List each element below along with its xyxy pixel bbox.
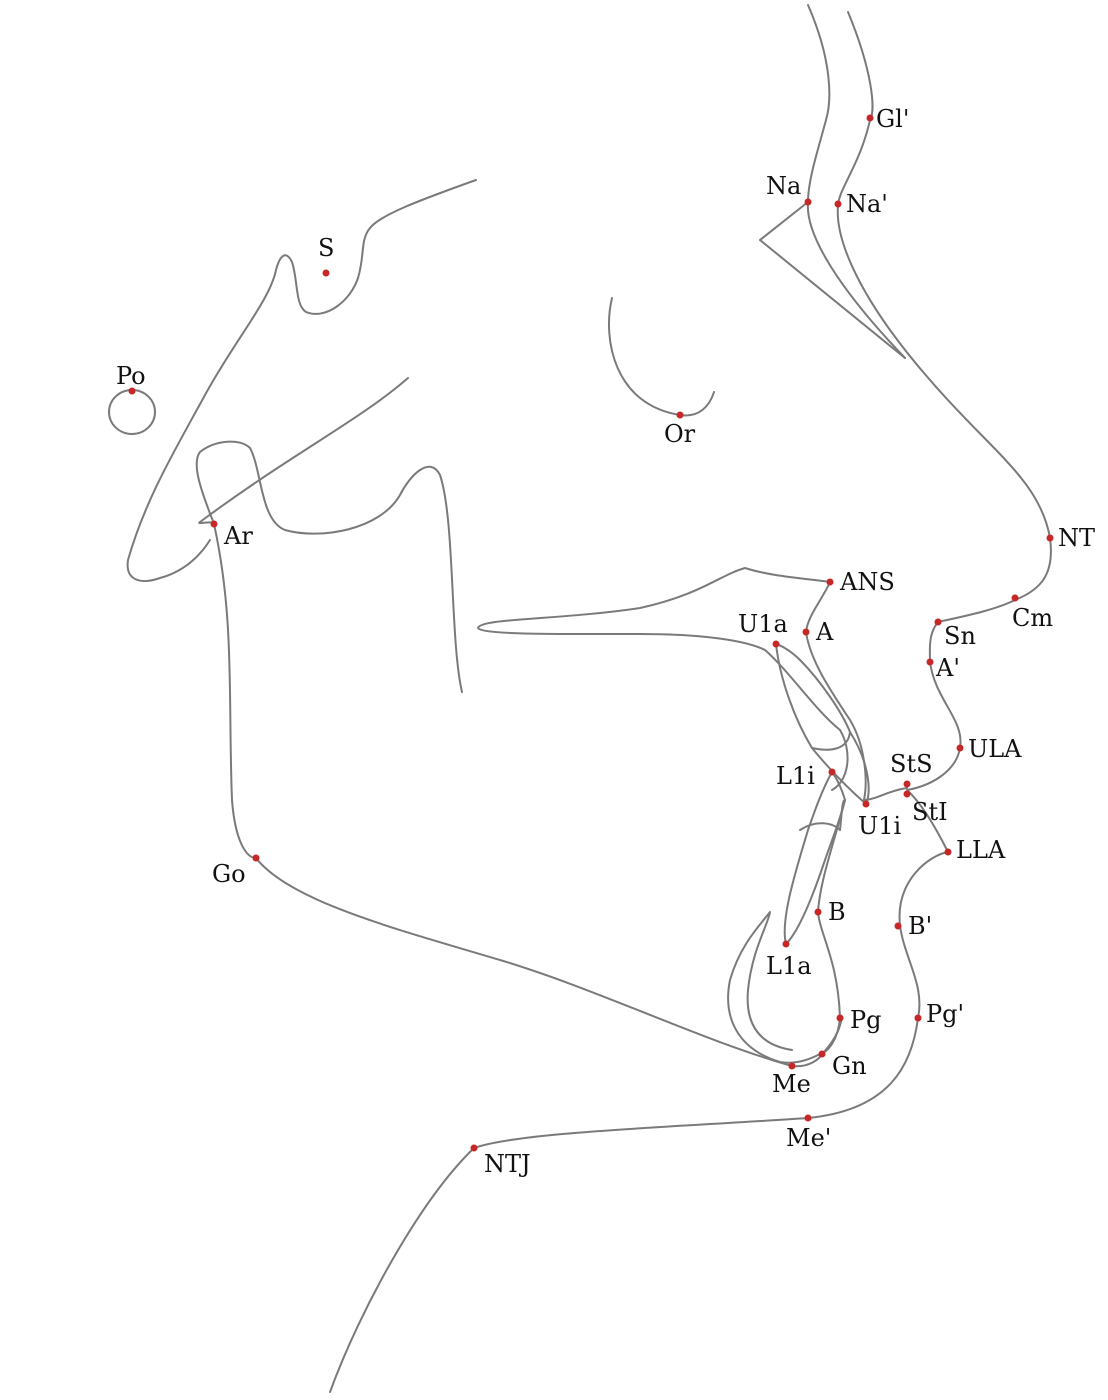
- landmark-label-or: Or: [664, 420, 696, 448]
- landmark-dot-sn: [935, 619, 942, 626]
- landmark-label-gl-soft: Gl': [876, 105, 909, 133]
- soft-tissue-profile: [330, 12, 1051, 1392]
- landmark-labels: Gl' Na Na' S Po Or Ar NT ANS Cm U1a A Sn…: [116, 105, 1095, 1178]
- landmark-label-na: Na: [766, 172, 801, 200]
- landmark-dot-ntj: [471, 1145, 478, 1152]
- landmark-dot-sts: [904, 781, 911, 788]
- landmark-label-l1a: L1a: [766, 952, 812, 980]
- landmark-label-b: B: [828, 898, 846, 926]
- landmark-dot-pg: [837, 1015, 844, 1022]
- landmark-label-u1i: U1i: [858, 812, 901, 840]
- landmark-dot-lla: [945, 849, 952, 856]
- landmark-label-ula: ULA: [968, 735, 1022, 763]
- orbit-contour: [609, 298, 714, 415]
- symphysis: [728, 800, 845, 1063]
- landmark-label-po: Po: [116, 362, 146, 390]
- landmark-label-pg: Pg: [850, 1006, 882, 1034]
- frontal-nasal-bone: [808, 5, 905, 358]
- landmark-dot-pg-soft: [915, 1015, 922, 1022]
- landmark-dot-me-soft: [805, 1115, 812, 1122]
- landmark-label-b-soft: B': [908, 912, 932, 940]
- landmark-dot-na-soft: [835, 201, 842, 208]
- upper-incisor: [776, 644, 850, 750]
- landmark-dot-ans: [827, 579, 834, 586]
- landmark-label-cm: Cm: [1012, 604, 1053, 632]
- landmark-dot-sti: [904, 791, 911, 798]
- porion-ring: [109, 390, 155, 434]
- landmark-label-gn: Gn: [832, 1052, 867, 1080]
- landmark-label-l1i: L1i: [776, 762, 815, 790]
- landmark-dot-u1i: [863, 801, 870, 808]
- landmark-label-sn: Sn: [944, 622, 976, 650]
- landmark-label-ar: Ar: [223, 522, 253, 550]
- landmark-dot-l1i: [829, 769, 836, 776]
- landmark-dot-nt: [1047, 535, 1054, 542]
- landmark-label-me-soft: Me': [786, 1124, 831, 1152]
- landmark-dot-l1a: [783, 941, 790, 948]
- landmark-label-nt: NT: [1058, 524, 1095, 552]
- landmark-label-na-soft: Na': [846, 190, 888, 218]
- landmark-label-sts: StS: [890, 750, 933, 778]
- landmark-dot-me: [789, 1063, 796, 1070]
- landmark-label-pg-soft: Pg': [926, 1000, 964, 1028]
- landmark-dot-u1a: [773, 641, 780, 648]
- landmark-label-u1a: U1a: [738, 610, 788, 638]
- landmark-dots: [129, 115, 1054, 1152]
- landmark-label-sti: StI: [912, 798, 948, 826]
- landmark-dot-gl-soft: [867, 115, 874, 122]
- landmark-dot-a: [803, 629, 810, 636]
- landmark-dot-ar: [211, 521, 218, 528]
- landmark-dot-b: [815, 909, 822, 916]
- outline-traces: [109, 5, 1051, 1392]
- palate: [478, 568, 848, 790]
- cranial-base: [128, 180, 476, 581]
- landmark-dot-cm: [1012, 595, 1019, 602]
- landmark-label-a: A: [815, 618, 834, 646]
- landmark-label-ntj: NTJ: [484, 1150, 531, 1178]
- landmark-dot-ula: [957, 745, 964, 752]
- landmark-label-lla: LLA: [956, 836, 1006, 864]
- landmark-dot-b-soft: [895, 923, 902, 930]
- condyle: [197, 442, 462, 692]
- landmark-dot-a-soft: [927, 659, 934, 666]
- landmark-label-s: S: [318, 234, 334, 262]
- landmark-label-a-soft: A': [935, 654, 960, 682]
- landmark-dot-gn: [819, 1051, 826, 1058]
- landmark-dot-na: [805, 199, 812, 206]
- landmark-dot-go: [253, 855, 260, 862]
- landmark-label-ans: ANS: [839, 568, 895, 596]
- landmark-dot-s: [323, 270, 330, 277]
- landmark-label-go: Go: [212, 860, 246, 888]
- landmark-label-me: Me: [772, 1070, 811, 1098]
- landmark-dot-or: [677, 412, 684, 419]
- mandible-outline: [199, 378, 841, 1066]
